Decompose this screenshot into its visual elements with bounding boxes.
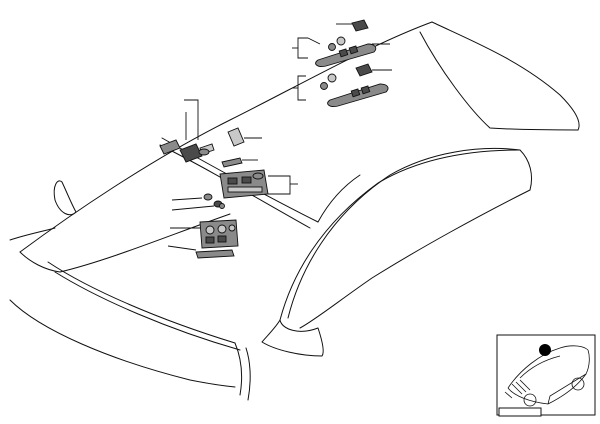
- front-interior-light-unit[interactable]: [219, 169, 269, 199]
- locator-marker: [539, 344, 551, 356]
- leader-bracket-3: [268, 175, 298, 195]
- overhead-control-panel[interactable]: [170, 219, 239, 249]
- rear-bulb-small-2[interactable]: [320, 73, 337, 90]
- bulb-pair[interactable]: [171, 193, 225, 211]
- front-courtesy-light-group: [159, 99, 262, 168]
- car-body-outline: [9, 21, 580, 401]
- leader-bracket-2: [292, 75, 306, 101]
- rear-bulb-lower[interactable]: [355, 63, 392, 77]
- switch-strip[interactable]: [221, 157, 258, 168]
- locator-inset: [496, 334, 596, 417]
- rear-bulb-small-1[interactable]: [328, 36, 346, 51]
- rear-bulb-top[interactable]: [336, 19, 369, 32]
- lens-cover[interactable]: [227, 127, 262, 147]
- trim-strip[interactable]: [167, 245, 235, 259]
- rear-reading-light-left[interactable]: [315, 43, 390, 67]
- leader-bracket-1: [292, 37, 321, 59]
- front-courtesy-light[interactable]: [159, 139, 215, 163]
- rear-reading-light-right[interactable]: [327, 83, 389, 107]
- rear-reading-lights-group: [292, 19, 392, 107]
